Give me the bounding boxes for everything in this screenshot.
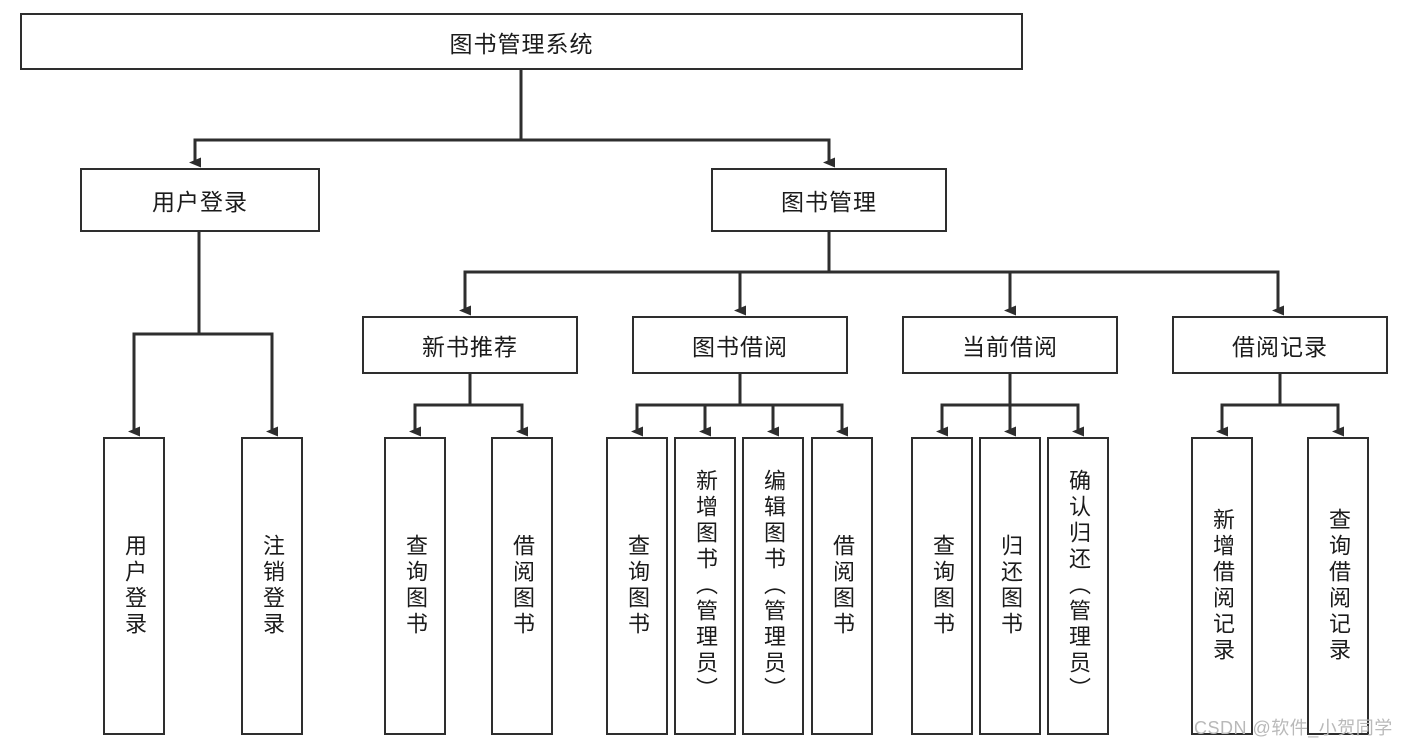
- node-leaf-query-book-3-label: 查询图书: [930, 534, 955, 638]
- node-book-management[interactable]: 图书管理: [711, 168, 947, 232]
- node-leaf-borrow-book-2-label: 借阅图书: [830, 534, 855, 638]
- node-borrow-record[interactable]: 借阅记录: [1172, 316, 1388, 374]
- node-leaf-return-book[interactable]: 归还图书: [979, 437, 1041, 735]
- node-leaf-add-book[interactable]: 新增图书（管理员）: [674, 437, 736, 735]
- node-borrow-record-label: 借阅记录: [1232, 334, 1328, 360]
- node-new-book-recommend[interactable]: 新书推荐: [362, 316, 578, 374]
- node-leaf-borrow-book-1-label: 借阅图书: [510, 534, 535, 638]
- node-book-borrow-label: 图书借阅: [692, 334, 788, 360]
- node-new-book-recommend-label: 新书推荐: [422, 334, 518, 360]
- node-leaf-query-record[interactable]: 查询借阅记录: [1307, 437, 1369, 735]
- node-leaf-return-book-label: 归还图书: [998, 534, 1023, 638]
- node-root-system[interactable]: 图书管理系统: [20, 13, 1023, 70]
- node-leaf-add-record-label: 新增借阅记录: [1210, 508, 1235, 664]
- node-leaf-edit-book-label: 编辑图书（管理员）: [761, 469, 786, 703]
- node-current-borrow[interactable]: 当前借阅: [902, 316, 1118, 374]
- node-leaf-user-logout[interactable]: 注销登录: [241, 437, 303, 735]
- node-leaf-query-record-label: 查询借阅记录: [1326, 508, 1351, 664]
- node-leaf-borrow-book-1[interactable]: 借阅图书: [491, 437, 553, 735]
- node-leaf-confirm-return-label: 确认归还（管理员）: [1066, 469, 1091, 703]
- node-leaf-query-book-2-label: 查询图书: [625, 534, 650, 638]
- node-root-label: 图书管理系统: [449, 30, 594, 57]
- node-leaf-edit-book[interactable]: 编辑图书（管理员）: [742, 437, 804, 735]
- node-leaf-query-book-3[interactable]: 查询图书: [911, 437, 973, 735]
- node-leaf-query-book-2[interactable]: 查询图书: [606, 437, 668, 735]
- node-book-management-label: 图书管理: [781, 189, 877, 215]
- node-leaf-add-record[interactable]: 新增借阅记录: [1191, 437, 1253, 735]
- node-user-login-label: 用户登录: [152, 189, 248, 215]
- node-leaf-user-login[interactable]: 用户登录: [103, 437, 165, 735]
- node-leaf-query-book-1[interactable]: 查询图书: [384, 437, 446, 735]
- node-leaf-user-login-label: 用户登录: [122, 534, 147, 638]
- node-user-login[interactable]: 用户登录: [80, 168, 320, 232]
- node-leaf-add-book-label: 新增图书（管理员）: [693, 469, 718, 703]
- node-leaf-user-logout-label: 注销登录: [260, 534, 285, 638]
- node-leaf-confirm-return[interactable]: 确认归还（管理员）: [1047, 437, 1109, 735]
- node-book-borrow[interactable]: 图书借阅: [632, 316, 848, 374]
- node-leaf-borrow-book-2[interactable]: 借阅图书: [811, 437, 873, 735]
- node-leaf-query-book-1-label: 查询图书: [403, 534, 428, 638]
- node-current-borrow-label: 当前借阅: [962, 334, 1058, 360]
